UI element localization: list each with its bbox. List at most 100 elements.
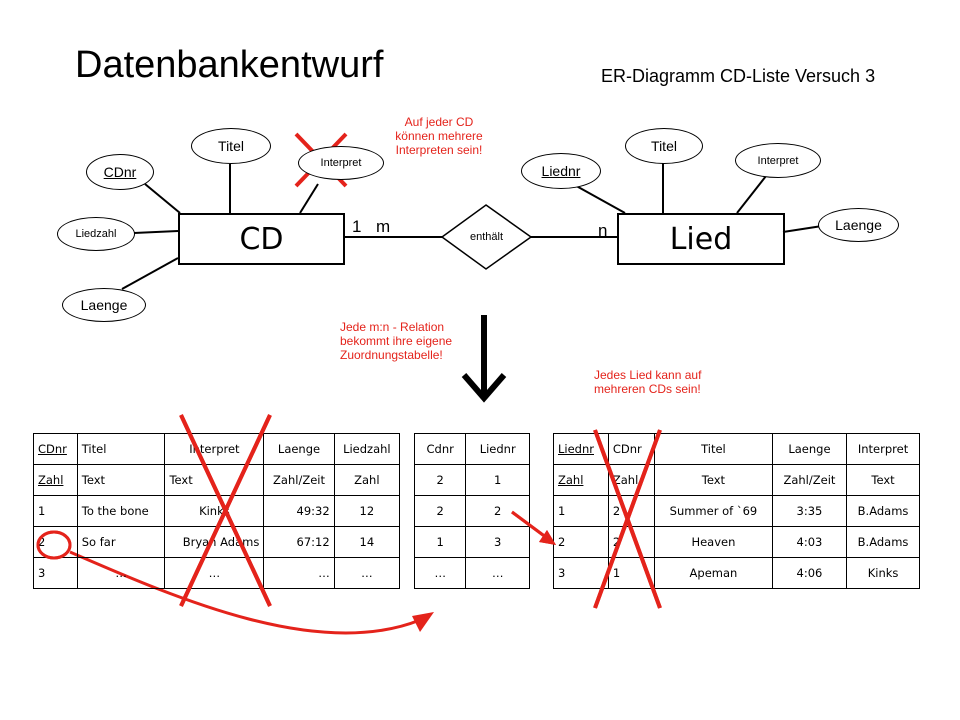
table-cell: 14: [333, 526, 401, 558]
table-cell: Kinks: [846, 557, 920, 589]
table-cell: B.Adams: [846, 495, 920, 527]
table-cell: 3: [465, 526, 530, 558]
table-cell: 3:35: [771, 495, 848, 527]
table-cell: To the bone: [76, 495, 166, 527]
table-header: Liednr: [465, 433, 530, 465]
table-cell: 1: [413, 526, 467, 558]
table-cell: 12: [333, 495, 401, 527]
note-lied: Jedes Lied kann auf mehreren CDs sein!: [594, 368, 702, 396]
table-cell: 2: [465, 495, 530, 527]
table-cell: 2: [553, 526, 609, 558]
table-cell: Zahl: [33, 464, 78, 496]
table-row: … …: [413, 557, 530, 589]
cd-table: CDnr Titel Interpret Laenge Liedzahl Zah…: [33, 433, 401, 589]
table-header: Interpret: [164, 433, 265, 465]
curved-arrow-head: [412, 612, 434, 632]
table-header: Interpret: [846, 433, 920, 465]
table-cell: …: [76, 557, 166, 589]
table-cell: Kinks: [164, 495, 265, 527]
table-header: Liedzahl: [333, 433, 401, 465]
table-cell: Zahl/Zeit: [263, 464, 335, 496]
table-row: 3 … … … …: [33, 557, 401, 589]
table-cell: 3: [33, 557, 78, 589]
table-cell: 2: [413, 495, 467, 527]
table-row: 1 To the bone Kinks 49:32 12: [33, 495, 401, 527]
cd-laenge-link: [121, 257, 179, 290]
table-cell: Apeman: [654, 557, 773, 589]
lied-attr-interpret: Interpret: [735, 143, 821, 178]
table-header: Titel: [76, 433, 166, 465]
table-cell: Text: [654, 464, 773, 496]
table-cell: Zahl: [607, 464, 656, 496]
table-row: 2 2: [413, 495, 530, 527]
table-cell: 3: [553, 557, 609, 589]
cd-attr-liedzahl: Liedzahl: [57, 217, 135, 251]
table-row: Zahl Zahl Text Zahl/Zeit Text: [553, 464, 920, 496]
table-row: 2 2 Heaven 4:03 B.Adams: [553, 526, 920, 558]
table-cell: Zahl/Zeit: [771, 464, 848, 496]
cd-cdnr-link: [144, 183, 181, 214]
table-cell: …: [413, 557, 467, 589]
cd-interpret-link: [299, 183, 319, 214]
table-cell: 1: [33, 495, 78, 527]
page-subtitle: ER-Diagramm CD-Liste Versuch 3: [601, 66, 876, 86]
table-header: Liednr: [553, 433, 609, 465]
cd-entity-label: CD: [239, 221, 284, 257]
table-header: Laenge: [771, 433, 848, 465]
table-cell: Text: [76, 464, 166, 496]
cd-attr-laenge: Laenge: [62, 288, 146, 322]
table-cell: 2: [607, 495, 656, 527]
cd-attr-cdnr: CDnr: [86, 154, 154, 190]
table-header: CDnr: [33, 433, 78, 465]
table-row: 1 3: [413, 526, 530, 558]
table-cell: Text: [846, 464, 920, 496]
table-row: 3 1 Apeman 4:06 Kinks: [553, 557, 920, 589]
cardinality-m: m: [376, 217, 391, 236]
table-cell: 49:32: [263, 495, 335, 527]
table-cell: 2: [33, 526, 78, 558]
relation-label: enthält: [469, 231, 504, 243]
table-cell: Summer of `69: [654, 495, 773, 527]
table-cell: So far: [76, 526, 166, 558]
lied-entity-label: Lied: [669, 221, 733, 257]
table-cell: Bryan Adams: [164, 526, 265, 558]
table-cell: 1: [607, 557, 656, 589]
table-cell: 1: [465, 464, 530, 496]
table-row: 1 2 Summer of `69 3:35 B.Adams: [553, 495, 920, 527]
table-row: 2 So far Bryan Adams 67:12 14: [33, 526, 401, 558]
table-row: Cdnr Liednr: [413, 433, 530, 465]
lied-table: Liednr CDnr Titel Laenge Interpret Zahl …: [553, 433, 920, 589]
table-cell: …: [164, 557, 265, 589]
note-mn-relation: Jede m:n - Relation bekommt ihre eigene …: [340, 320, 453, 362]
cardinality-n: n: [598, 221, 608, 240]
cd-liedzahl-link: [133, 230, 179, 234]
table-header: Titel: [654, 433, 773, 465]
table-header: CDnr: [607, 433, 656, 465]
table-row: CDnr Titel Interpret Laenge Liedzahl: [33, 433, 401, 465]
table-header: Laenge: [263, 433, 335, 465]
table-cell: Text: [164, 464, 265, 496]
table-cell: 4:03: [771, 526, 848, 558]
table-header: Cdnr: [413, 433, 467, 465]
lied-laenge-link: [782, 225, 823, 233]
table-cell: Zahl: [333, 464, 401, 496]
link-table: Cdnr Liednr 2 1 2 2 1 3 … …: [413, 433, 530, 589]
table-row: Zahl Text Text Zahl/Zeit Zahl: [33, 464, 401, 496]
cardinality-one: 1: [352, 217, 362, 236]
page-title: Datenbankentwurf: [75, 44, 384, 86]
table-cell: 67:12: [263, 526, 335, 558]
lied-liednr-link: [570, 182, 626, 214]
table-cell: 2: [413, 464, 467, 496]
lied-attr-laenge: Laenge: [818, 208, 899, 242]
relation-diamond: [440, 204, 533, 270]
table-cell: B.Adams: [846, 526, 920, 558]
lied-interpret-link: [736, 175, 767, 214]
table-row: 2 1: [413, 464, 530, 496]
cd-attr-titel: Titel: [191, 128, 271, 164]
table-cell: 1: [553, 495, 609, 527]
note-interpreten: Auf jeder CD können mehrere Interpreten …: [395, 115, 483, 157]
table-cell: Heaven: [654, 526, 773, 558]
table-cell: Zahl: [553, 464, 609, 496]
cd-entity: CD: [178, 213, 345, 265]
